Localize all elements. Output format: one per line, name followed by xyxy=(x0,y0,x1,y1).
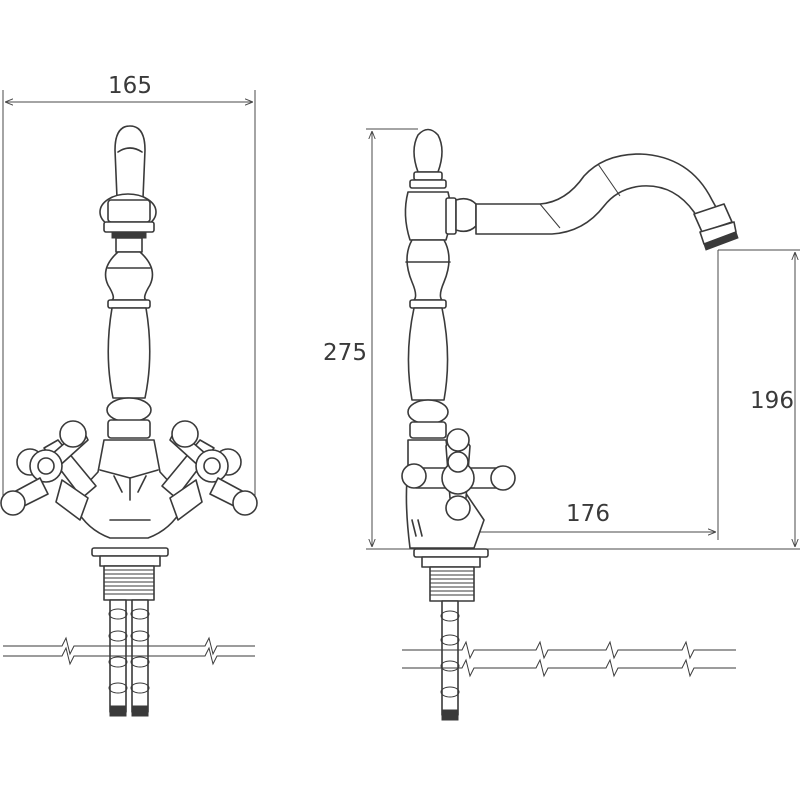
side-spout xyxy=(404,153,739,251)
front-view: 165 xyxy=(0,73,258,717)
spout-reach-label: 176 xyxy=(566,501,610,527)
front-spout xyxy=(99,125,157,253)
spout-reach-dimension: 176 xyxy=(434,250,719,540)
spout-height-label: 196 xyxy=(750,388,794,414)
front-left-handle xyxy=(0,420,97,521)
side-body xyxy=(405,439,485,549)
front-right-handle xyxy=(161,420,258,521)
side-finial xyxy=(409,128,447,189)
front-base xyxy=(91,547,169,601)
side-countertop xyxy=(402,640,736,678)
width-dimension: 165 xyxy=(2,73,256,500)
width-label: 165 xyxy=(108,73,152,99)
side-view: 275 196 176 xyxy=(323,128,800,721)
side-hose xyxy=(440,600,460,721)
side-column xyxy=(405,239,451,439)
height-dimension: 275 xyxy=(323,128,418,550)
height-label: 275 xyxy=(323,340,367,366)
side-base xyxy=(413,548,489,602)
front-countertop xyxy=(3,636,255,666)
side-handle xyxy=(401,428,516,521)
front-hoses xyxy=(108,599,150,717)
front-column xyxy=(104,251,154,439)
